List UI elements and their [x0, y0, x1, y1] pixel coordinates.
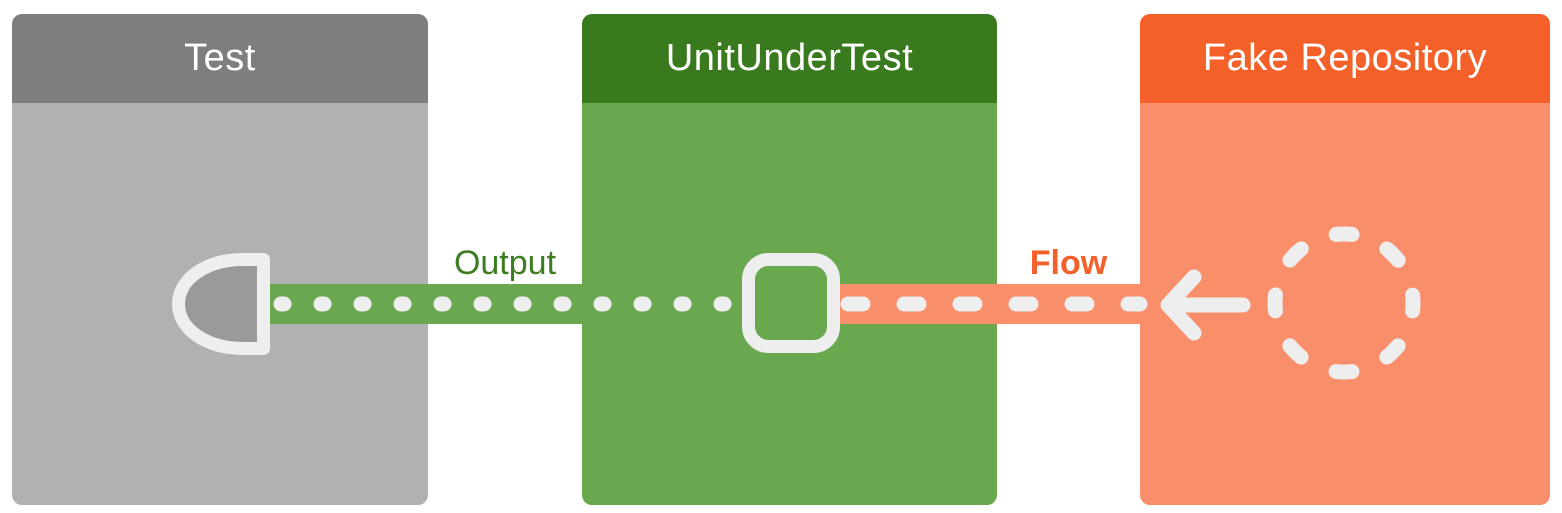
flow-line-band: [838, 284, 1142, 324]
dashed-circle-icon: [1267, 226, 1421, 380]
box-repo-header: Fake Repository: [1140, 14, 1550, 103]
box-unit-title: UnitUnderTest: [665, 37, 914, 79]
output-label: Output: [453, 244, 557, 282]
collector-icon: [172, 253, 270, 355]
flow-label: Flow: [1029, 244, 1108, 282]
box-repo-title: Fake Repository: [1202, 37, 1488, 79]
arrow-left-icon: [1160, 269, 1251, 341]
box-unit-header: UnitUnderTest: [582, 14, 997, 103]
box-test-header: Test: [12, 14, 428, 103]
output-line-band: [265, 284, 742, 324]
box-test-title: Test: [184, 37, 256, 79]
rounded-square-outline-icon: [742, 253, 840, 353]
